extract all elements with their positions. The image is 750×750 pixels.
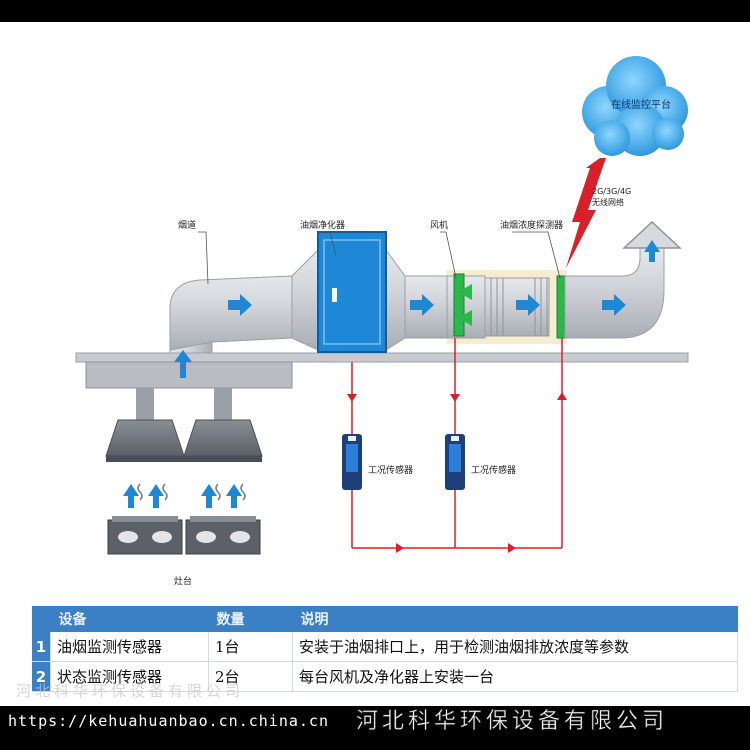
watermark-company: 河北科华环保设备有限公司 (356, 709, 669, 735)
label-detector: 油烟浓度探测器 (500, 221, 564, 231)
condition-sensor-1 (342, 434, 362, 490)
wireless-label: 2G/3G/4G 无线网络 (592, 186, 631, 208)
concentration-detector (556, 275, 566, 339)
wireless-lightning (566, 158, 606, 268)
wireless-line-1: 2G/3G/4G (592, 187, 632, 196)
table-row: 2 状态监测传感器 2台 每台风机及净化器上安装一台 (32, 661, 738, 692)
duct-segment-3 (564, 245, 665, 339)
row-device: 油烟监测传感器 (50, 632, 209, 662)
row-desc: 每台风机及净化器上安装一台 (292, 661, 738, 692)
ceiling-slab (75, 352, 689, 363)
header-desc: 说明 (292, 606, 738, 632)
cloud-platform (582, 56, 688, 156)
stove-1 (107, 516, 183, 555)
row-qty: 2台 (208, 661, 293, 692)
purifier-outlet-cone (385, 248, 406, 351)
label-sensor-2: 工况传感器 (471, 466, 517, 476)
range-hood-1 (105, 388, 185, 462)
rising-air-arrows (123, 484, 242, 508)
bottom-black-bar (0, 706, 750, 750)
table-row: 1 油烟监测传感器 1台 安装于油烟排口上，用于检测油烟排放浓度等参数 (32, 632, 738, 662)
top-black-bar (0, 0, 750, 22)
flow-arrow-3 (516, 294, 540, 316)
flow-arrow-riser (174, 350, 192, 378)
condition-sensor-2 (445, 434, 465, 490)
label-duct: 烟道 (178, 221, 197, 231)
label-fan: 风机 (430, 221, 449, 231)
watermark-url: https://kehuahuanbao.cn.china.cn (8, 712, 329, 730)
flow-arrow-4 (602, 294, 626, 316)
label-purifier: 油烟净化器 (300, 221, 346, 231)
stove-2 (185, 516, 261, 555)
flow-arrow-2 (410, 294, 434, 316)
header-device: 设备 (50, 606, 209, 632)
heat-waves (137, 483, 246, 501)
fan-blades (458, 284, 472, 300)
kitchen-exhaust-monitoring-diagram (75, 56, 689, 555)
row-qty: 1台 (208, 632, 293, 662)
cloud-label: 在线监控平台 (611, 100, 671, 111)
label-stove: 灶台 (174, 577, 193, 587)
equipment-table: 设备 数量 说明 1 油烟监测传感器 1台 安装于油烟排口上，用于检测油烟排放浓… (32, 606, 738, 692)
label-leaders (198, 231, 561, 285)
duct-fan-section (446, 275, 486, 339)
flow-arrow-exhaust (644, 240, 660, 262)
row-device: 状态监测传感器 (50, 661, 209, 692)
label-sensor-1: 工况传感器 (368, 466, 414, 476)
range-hood-2 (183, 388, 263, 462)
flow-arrow-1 (228, 294, 252, 316)
signal-arrows (347, 392, 567, 553)
header-qty: 数量 (208, 606, 293, 632)
watermark-left: 河北科华环保设备有限公司 (16, 682, 245, 700)
hood-mount-bar (85, 361, 293, 389)
purifier-handle (332, 288, 337, 302)
table-header-row: 设备 数量 说明 (32, 606, 738, 632)
header-index (32, 606, 51, 632)
wireless-line-2: 无线网络 (592, 198, 624, 207)
purifier-inlet-cone (291, 248, 319, 351)
flow-arrows (174, 240, 660, 378)
row-desc: 安装于油烟排口上，用于检测油烟排放浓度等参数 (292, 632, 738, 662)
fan-unit (453, 273, 465, 337)
row-index: 2 (32, 661, 51, 692)
duct-segment-1 (169, 275, 293, 351)
row-index: 1 (32, 632, 51, 662)
purifier-box (317, 231, 387, 353)
